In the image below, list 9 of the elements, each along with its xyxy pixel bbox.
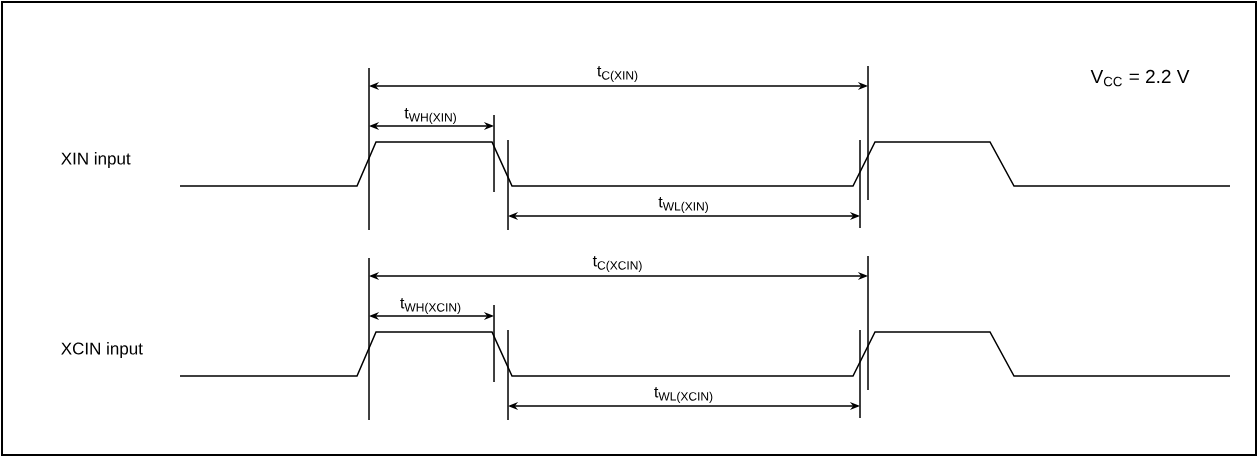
- timing-label: t$_{WL(XCIN)}$: [654, 387, 713, 403]
- timing-label: t$_{WL(XIN)}$: [658, 197, 708, 213]
- timing-label: t$_{WH(XIN)}$: [404, 108, 456, 124]
- timing-label: t$_{WH(XCIN)}$: [400, 298, 461, 314]
- signal-name: XIN input: [61, 152, 131, 168]
- timing-label: t$_{C(XCIN)}$: [592, 256, 642, 272]
- supply-voltage-label: V$_{CC}$ = 2.2 V: [1090, 69, 1190, 87]
- signal-name: XCIN input: [61, 342, 143, 358]
- timing-label: t$_{C(XIN)}$: [597, 66, 638, 82]
